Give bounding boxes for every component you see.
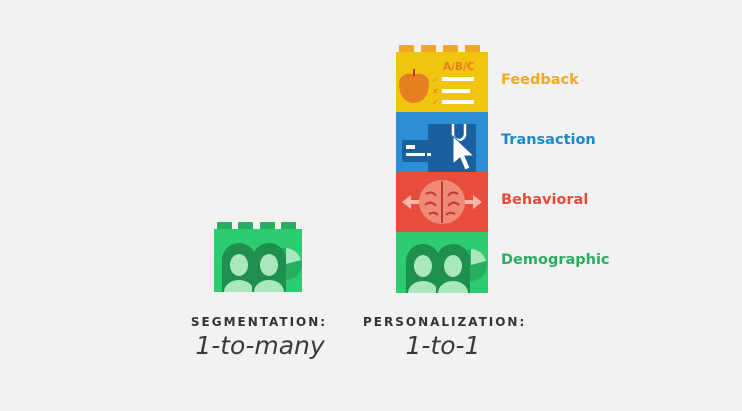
apple-checklist-icon: A/B/C ✓ ✕ ✓ (399, 61, 475, 107)
people-pie-icon (406, 244, 487, 293)
label-behavioral: Behavioral (501, 192, 589, 208)
lego-studs (217, 222, 296, 230)
segmentation-block (214, 222, 302, 292)
svg-text:✓: ✓ (432, 75, 439, 84)
layer-behavioral (396, 172, 488, 232)
segmentation-caption: SEGMENTATION: (190, 315, 328, 329)
personalization-stack: A/B/C ✓ ✕ ✓ (396, 45, 488, 293)
segmentation-model: 1-to-many (195, 331, 325, 360)
label-transaction: Transaction (501, 132, 596, 148)
layer-transaction (396, 112, 488, 172)
svg-text:✓: ✓ (432, 98, 439, 107)
label-demographic: Demographic (501, 252, 610, 268)
layer-feedback: A/B/C ✓ ✕ ✓ (396, 45, 488, 112)
people-pie-icon (222, 243, 302, 292)
layer-demographic (396, 232, 488, 293)
personalization-caption: PERSONALIZATION: (363, 315, 527, 329)
grade-text: A/B/C (443, 61, 475, 73)
brain-arrows-icon (402, 180, 482, 224)
personalization-model: 1-to-1 (405, 331, 481, 360)
card-cursor-icon (402, 124, 476, 172)
svg-text:✕: ✕ (432, 87, 439, 96)
label-feedback: Feedback (501, 72, 579, 88)
